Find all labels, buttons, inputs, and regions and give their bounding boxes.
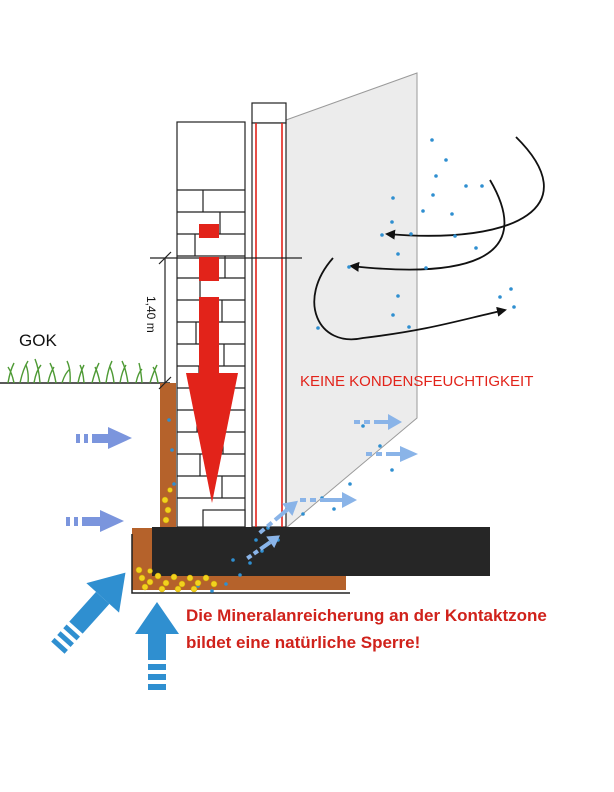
foundation-edge-line (131, 534, 350, 594)
dimension-tick-bottom (158, 376, 172, 390)
air-arrow-middle (349, 179, 506, 272)
air-arrow-lower (313, 257, 507, 341)
caption-line-1: Die Mineralanreicherung an der Kontaktzo… (186, 606, 547, 625)
inner-wall-cap (251, 102, 287, 124)
light-blue-arrow-3 (300, 492, 357, 508)
mineral-granules (135, 487, 218, 593)
floor-slab (152, 527, 490, 576)
groundwater-pressure-arrows (51, 572, 179, 690)
red-down-arrow-icon (186, 224, 238, 503)
light-blue-arrow-1 (354, 414, 402, 430)
grass-icon (7, 358, 159, 384)
groundwater-arrows-lateral (66, 427, 132, 532)
lateral-arrow-upper-icon (76, 427, 132, 449)
air-circulation-arrows (313, 136, 545, 341)
height-dimension-label: 1,40 m (144, 296, 158, 333)
exterior-seal-layer (160, 383, 176, 528)
no-condensation-label: KEINE KONDENSFEUCHTIGKEIT (300, 373, 533, 390)
air-arrow-upper (385, 136, 545, 240)
light-blue-arrow-5 (246, 535, 281, 560)
diagonal-pressure-arrow-icon (51, 572, 126, 654)
air-moisture-dots (316, 138, 516, 330)
moisture-arrows-room (246, 414, 418, 560)
dimension-tick-top (158, 251, 172, 265)
escaping-moisture-dots (167, 418, 394, 593)
lateral-arrow-lower-icon (66, 510, 124, 532)
light-blue-arrow-4 (258, 500, 298, 535)
caption-line-2: bildet eine natürliche Sperre! (186, 633, 420, 652)
inner-wall-column (251, 122, 287, 528)
ground-level-label: GOK (19, 331, 57, 350)
light-blue-arrow-2 (366, 446, 418, 462)
vertical-pressure-arrow-icon (135, 602, 179, 690)
interior-room-panel (285, 72, 418, 530)
wall-base-block (202, 509, 246, 528)
